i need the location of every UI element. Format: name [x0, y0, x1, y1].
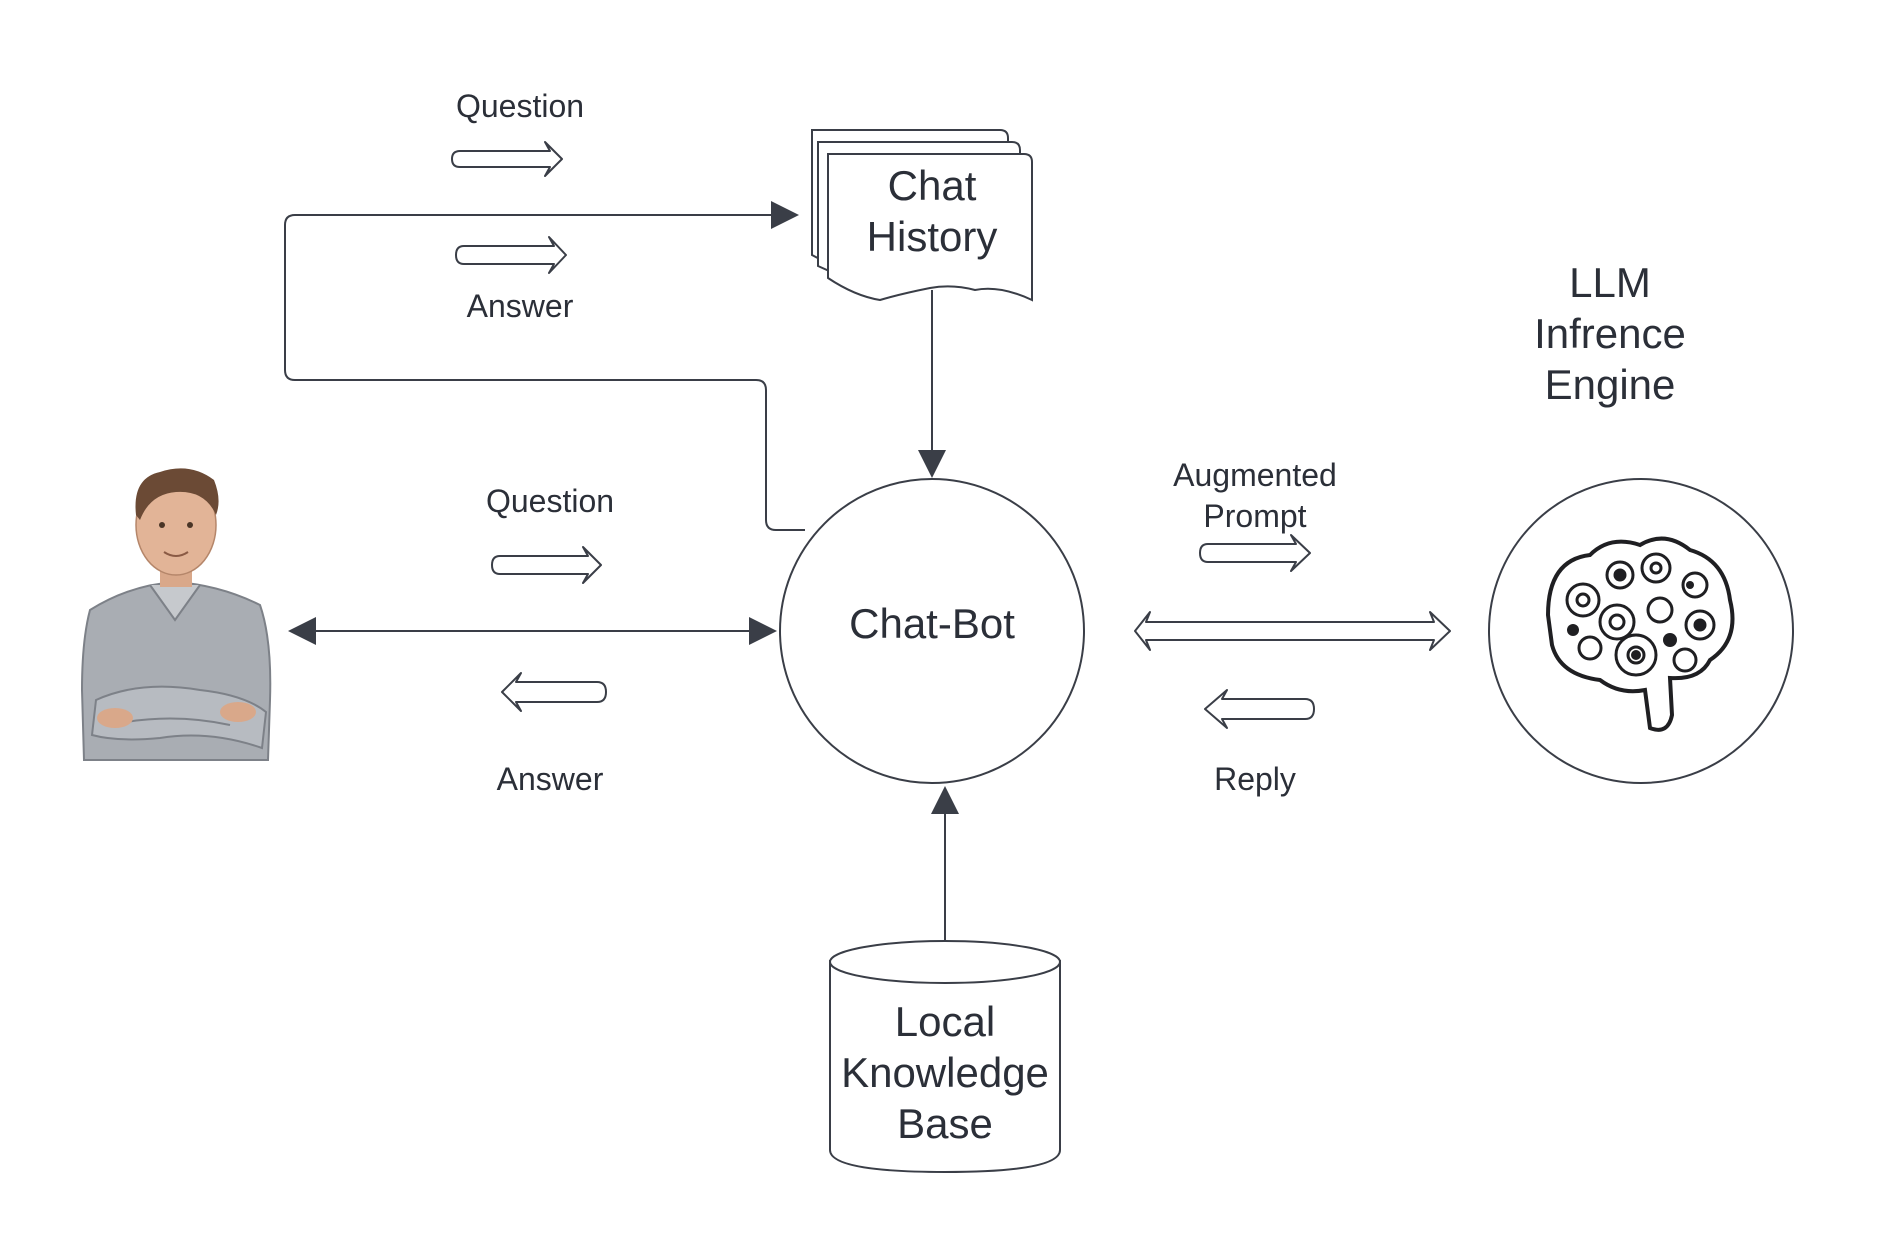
kb-label-2: Knowledge: [841, 1049, 1049, 1096]
history-loop-connector: [284, 201, 805, 531]
knowledge-base-node: Local Knowledge Base: [829, 940, 1061, 1174]
top-answer-arrow: [455, 236, 567, 274]
kb-label-3: Base: [897, 1100, 993, 1147]
chat-history-node: Chat History: [811, 129, 1033, 302]
chat-history-label-1: Chat: [888, 162, 977, 209]
augmented-prompt-label-2: Prompt: [1203, 498, 1306, 534]
chatbot-label: Chat-Bot: [849, 600, 1015, 647]
chatbot-llm-connector: [1134, 611, 1451, 651]
gear-brain-icon: [1545, 536, 1735, 732]
augmented-prompt-label-1: Augmented: [1173, 457, 1337, 493]
chat-history-label-2: History: [867, 213, 998, 260]
user-question-label: Question: [486, 483, 614, 519]
chatbot-node: [779, 478, 1085, 784]
reply-label: Reply: [1214, 761, 1296, 797]
user-answer-arrow: [501, 672, 607, 712]
top-question-arrow: [451, 141, 563, 177]
chat-history-doc: [827, 153, 1033, 302]
top-question-label: Question: [456, 88, 584, 124]
augmented-prompt-arrow: [1199, 534, 1311, 572]
llm-label-2: Infrence: [1534, 310, 1686, 357]
reply-arrow: [1204, 689, 1315, 729]
kb-label-1: Local: [895, 998, 995, 1045]
top-answer-label: Answer: [467, 288, 574, 324]
llm-label-1: LLM: [1569, 259, 1651, 306]
person-icon: [80, 468, 272, 761]
user-answer-label: Answer: [497, 761, 604, 797]
user-question-arrow: [491, 546, 602, 584]
llm-label-3: Engine: [1545, 361, 1676, 408]
